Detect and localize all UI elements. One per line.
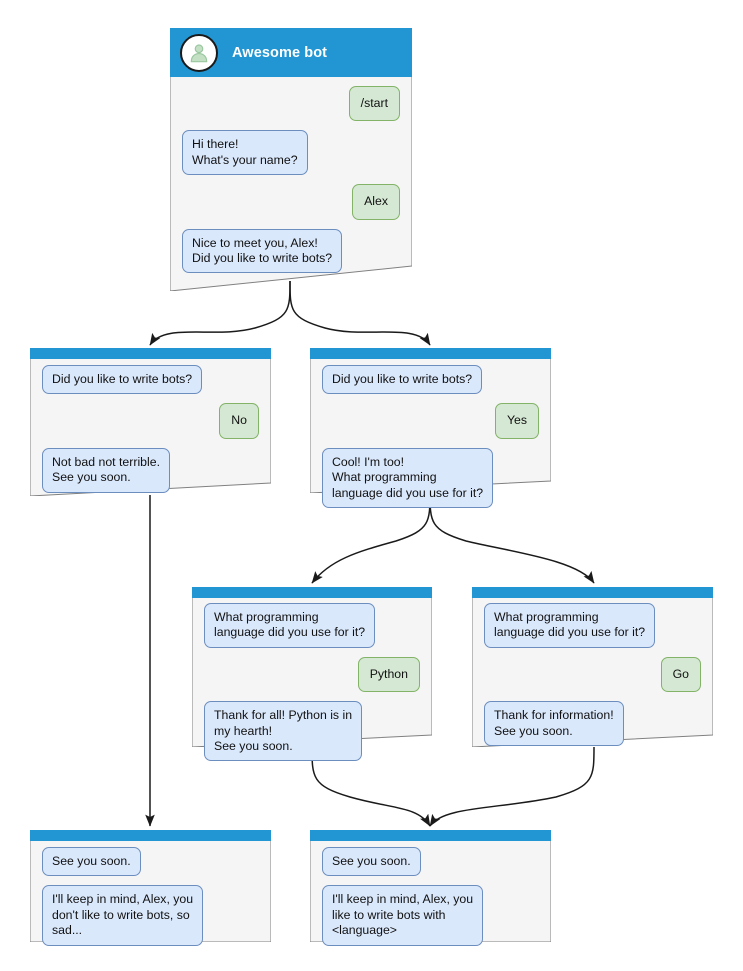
user-message-bubble: No [219, 403, 259, 439]
message-row: Alex [182, 184, 400, 220]
message-row: Thank for all! Python is in my hearth! S… [204, 701, 420, 762]
card-lang-python-slimbar [192, 587, 432, 598]
card-lang-python-chat: What programming language did you use fo… [192, 603, 432, 770]
message-row: Did you like to write bots? [42, 365, 259, 395]
message-row: Thank for information! See you soon. [484, 701, 701, 747]
card-answer-yes[interactable]: Did you like to write bots? Yes Cool! I'… [310, 348, 551, 509]
card-lang-go-chat: What programming language did you use fo… [472, 603, 713, 755]
card-end-happy[interactable]: See you soon. I'll keep in mind, Alex, y… [310, 830, 551, 946]
message-row: Hi there! What's your name? [182, 130, 400, 176]
card-start-chat: /start Hi there! What's your name? Alex … [170, 86, 412, 282]
card-lang-go[interactable]: What programming language did you use fo… [472, 587, 713, 747]
message-row: I'll keep in mind, Alex, you don't like … [42, 885, 259, 946]
bot-message-bubble: I'll keep in mind, Alex, you don't like … [42, 885, 204, 946]
bot-message-bubble: What programming language did you use fo… [484, 603, 656, 648]
bot-message-bubble: Did you like to write bots? [42, 365, 203, 395]
message-row: Not bad not terrible. See you soon. [42, 447, 259, 493]
message-row: /start [182, 86, 400, 122]
card-answer-no-chat: Did you like to write bots? No Not bad n… [30, 365, 271, 502]
bot-message-bubble: Cool! I'm too! What programming language… [322, 447, 494, 509]
bot-message-bubble: Thank for all! Python is in my hearth! S… [204, 701, 363, 762]
bot-message-bubble: See you soon. [42, 847, 141, 877]
card-answer-no[interactable]: Did you like to write bots? No Not bad n… [30, 348, 271, 496]
bot-message-bubble: What programming language did you use fo… [204, 603, 376, 648]
user-message-bubble: Python [357, 656, 420, 693]
message-row: Go [484, 656, 701, 693]
message-row: Nice to meet you, Alex! Did you like to … [182, 228, 400, 274]
person-avatar-icon [180, 33, 218, 72]
card-answer-no-slimbar [30, 348, 271, 359]
user-message-bubble: Alex [352, 184, 400, 220]
bot-message-bubble: Not bad not terrible. See you soon. [42, 447, 171, 493]
user-message-bubble: Go [660, 656, 701, 693]
message-row: What programming language did you use fo… [204, 603, 420, 648]
card-answer-yes-chat: Did you like to write bots? Yes Cool! I'… [310, 365, 551, 517]
connector-go-to-end-happy [429, 746, 595, 827]
card-lang-go-slimbar [472, 587, 713, 598]
card-answer-yes-slimbar [310, 348, 551, 359]
message-row: I'll keep in mind, Alex, you like to wri… [322, 885, 539, 946]
card-end-sad[interactable]: See you soon. I'll keep in mind, Alex, y… [30, 830, 271, 946]
bot-message-bubble: Nice to meet you, Alex! Did you like to … [182, 228, 343, 274]
bot-message-bubble: I'll keep in mind, Alex, you like to wri… [322, 885, 484, 946]
card-start-titlebar: Awesome bot [170, 28, 412, 77]
message-row: Python [204, 656, 420, 693]
bot-message-bubble: See you soon. [322, 847, 421, 877]
message-row: Yes [322, 403, 539, 439]
message-row: Cool! I'm too! What programming language… [322, 447, 539, 509]
card-start[interactable]: Awesome bot /start Hi there! What's your… [170, 28, 412, 291]
message-row: What programming language did you use fo… [484, 603, 701, 648]
bot-message-bubble: Did you like to write bots? [322, 365, 483, 395]
user-message-bubble: Yes [494, 403, 539, 439]
bot-message-bubble: Thank for information! See you soon. [484, 701, 624, 747]
message-row: See you soon. [42, 847, 259, 877]
card-lang-python[interactable]: What programming language did you use fo… [192, 587, 432, 762]
card-end-happy-slimbar [310, 830, 551, 841]
message-row: See you soon. [322, 847, 539, 877]
card-end-sad-chat: See you soon. I'll keep in mind, Alex, y… [30, 847, 271, 955]
message-row: No [42, 403, 259, 439]
card-end-sad-slimbar [30, 830, 271, 841]
bot-message-bubble: Hi there! What's your name? [182, 130, 308, 176]
message-row: Did you like to write bots? [322, 365, 539, 395]
bot-name-label: Awesome bot [232, 44, 328, 61]
user-message-bubble: /start [348, 86, 400, 122]
card-end-happy-chat: See you soon. I'll keep in mind, Alex, y… [310, 847, 551, 955]
